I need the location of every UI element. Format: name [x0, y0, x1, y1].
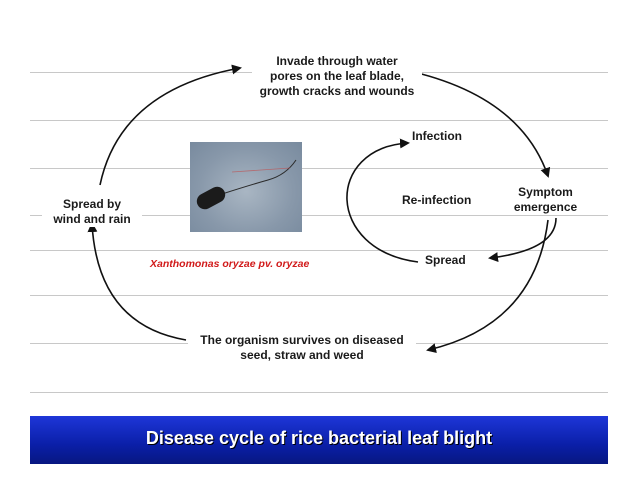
arrow-symptom-to-spread	[488, 217, 557, 262]
label-invade: Invade through water pores on the leaf b…	[252, 54, 422, 99]
background-line	[30, 295, 608, 296]
arrow-spread-to-invade	[99, 64, 242, 186]
title-banner: Disease cycle of rice bacterial leaf bli…	[30, 416, 608, 464]
label-spread: Spread	[425, 253, 466, 268]
arrow-reinfection-loop	[346, 138, 419, 263]
label-symptom-emergence: Symptom emergence	[508, 185, 583, 215]
arrow-survives-to-spread	[87, 222, 187, 341]
label-organism-survives: The organism survives on diseased seed, …	[188, 333, 416, 363]
background-line	[30, 250, 608, 251]
background-line	[30, 215, 608, 216]
arrow-symptom-to-survives	[426, 219, 549, 354]
background-line	[30, 120, 608, 121]
arrow-invade-to-symptom	[404, 69, 551, 178]
background-line	[30, 168, 608, 169]
banner-title: Disease cycle of rice bacterial leaf bli…	[145, 428, 493, 448]
background-line	[30, 392, 608, 393]
label-reinfection: Re-infection	[402, 193, 472, 208]
species-name: Xanthomonas oryzae pv. oryzae	[150, 258, 310, 270]
bacterium-micrograph	[190, 142, 302, 232]
label-infection: Infection	[412, 129, 462, 144]
label-spread-by-wind-rain: Spread by wind and rain	[42, 197, 142, 227]
